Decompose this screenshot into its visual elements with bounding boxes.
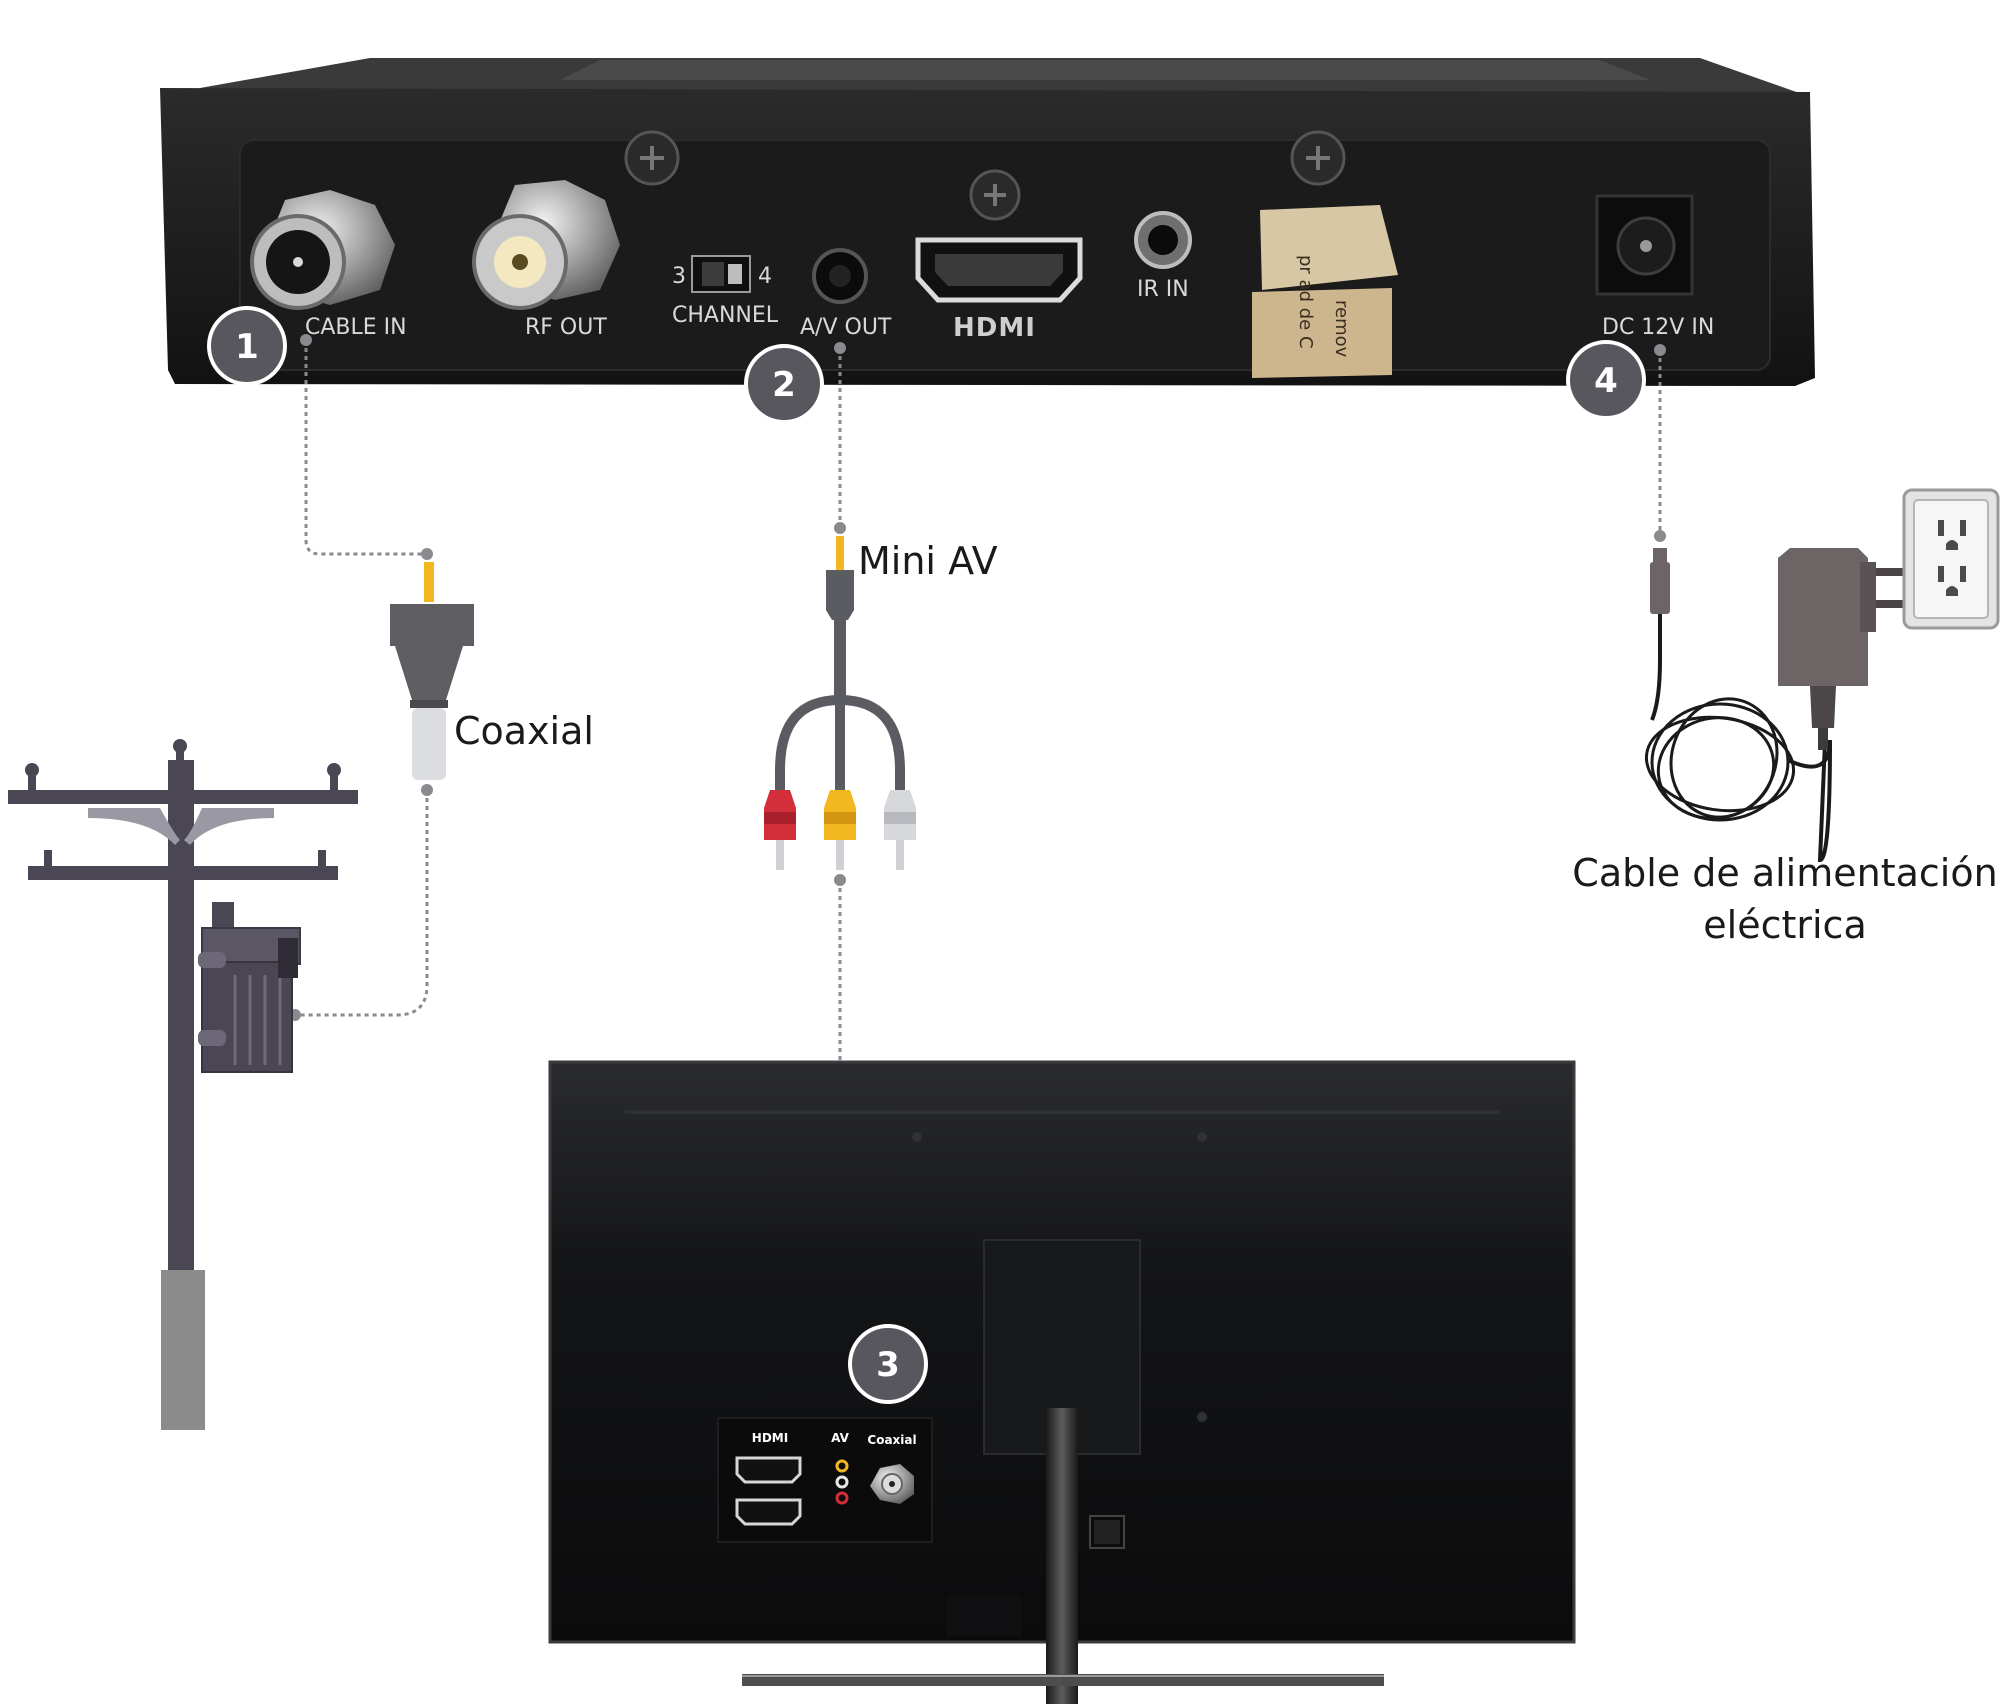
screw-icon <box>1290 130 1346 186</box>
wall-outlet-icon <box>1902 488 2000 630</box>
svg-text:3: 3 <box>876 1345 900 1385</box>
screw-icon <box>624 130 680 186</box>
tv-coaxial-label: Coaxial <box>867 1433 916 1447</box>
screw-icon <box>969 169 1021 221</box>
power-adapter <box>1778 548 1922 750</box>
svg-text:4: 4 <box>1594 361 1618 401</box>
rf-out-port <box>472 180 620 310</box>
channel-low-label: 3 <box>672 264 686 289</box>
rca-yellow-plug <box>824 790 856 870</box>
power-label-line-1: Cable de alimentación <box>1572 851 1997 895</box>
tv-hdmi-label: HDMI <box>752 1431 788 1445</box>
mini-av-label: Mini AV <box>858 539 998 583</box>
sticker-text-2: remov <box>1331 300 1352 358</box>
sticker-text-1: pr ad de C <box>1295 255 1316 349</box>
rf-out-label: RF OUT <box>525 315 607 340</box>
svg-text:1: 1 <box>235 327 259 367</box>
television-rear: HDMI AV Coaxial <box>548 1060 1576 1704</box>
warning-sticker: pr ad de C remov <box>1252 205 1398 378</box>
channel-switch <box>691 255 751 293</box>
ir-in-label: IR IN <box>1137 277 1189 302</box>
tv-coaxial-port <box>870 1464 914 1504</box>
power-label-line-2: eléctrica <box>1703 903 1866 947</box>
coaxial-connector <box>390 562 474 780</box>
tv-hdmi-port <box>735 1498 802 1526</box>
tv-hdmi-port <box>735 1456 802 1484</box>
cable-in-label: CABLE IN <box>305 315 407 340</box>
channel-high-label: 4 <box>758 264 772 289</box>
dc-in-port <box>1595 194 1694 296</box>
step-badge-4: 4 <box>1566 340 1646 420</box>
rca-red-plug <box>764 790 796 870</box>
av-out-port <box>812 248 868 304</box>
step-badge-1: 1 <box>207 306 287 386</box>
mini-av-cable <box>764 536 916 870</box>
route-cable-in <box>304 340 427 556</box>
ir-in-port <box>1134 211 1192 269</box>
dc-in-label: DC 12V IN <box>1602 315 1714 340</box>
cable-in-port <box>250 190 395 310</box>
channel-label: CHANNEL <box>672 303 779 328</box>
hdmi-logo: HDMI <box>953 313 1036 343</box>
utility-pole-icon <box>8 739 358 1430</box>
av-out-label: A/V OUT <box>800 315 892 340</box>
tv-port-panel: HDMI AV Coaxial <box>717 1417 933 1543</box>
decoder-box: pr ad de C remov CABLE IN RF OUT 3 4 CHA… <box>160 58 1815 386</box>
step-badge-3: 3 <box>848 1324 928 1404</box>
route-coax-to-pole <box>295 790 429 1017</box>
rca-white-plug <box>884 790 916 870</box>
power-cable <box>1644 548 1832 863</box>
tv-av-ports <box>835 1459 849 1505</box>
svg-text:2: 2 <box>772 365 796 405</box>
hdmi-port <box>915 237 1083 303</box>
tv-av-label: AV <box>831 1431 849 1445</box>
step-badge-2: 2 <box>744 344 824 424</box>
coaxial-label: Coaxial <box>454 709 594 753</box>
